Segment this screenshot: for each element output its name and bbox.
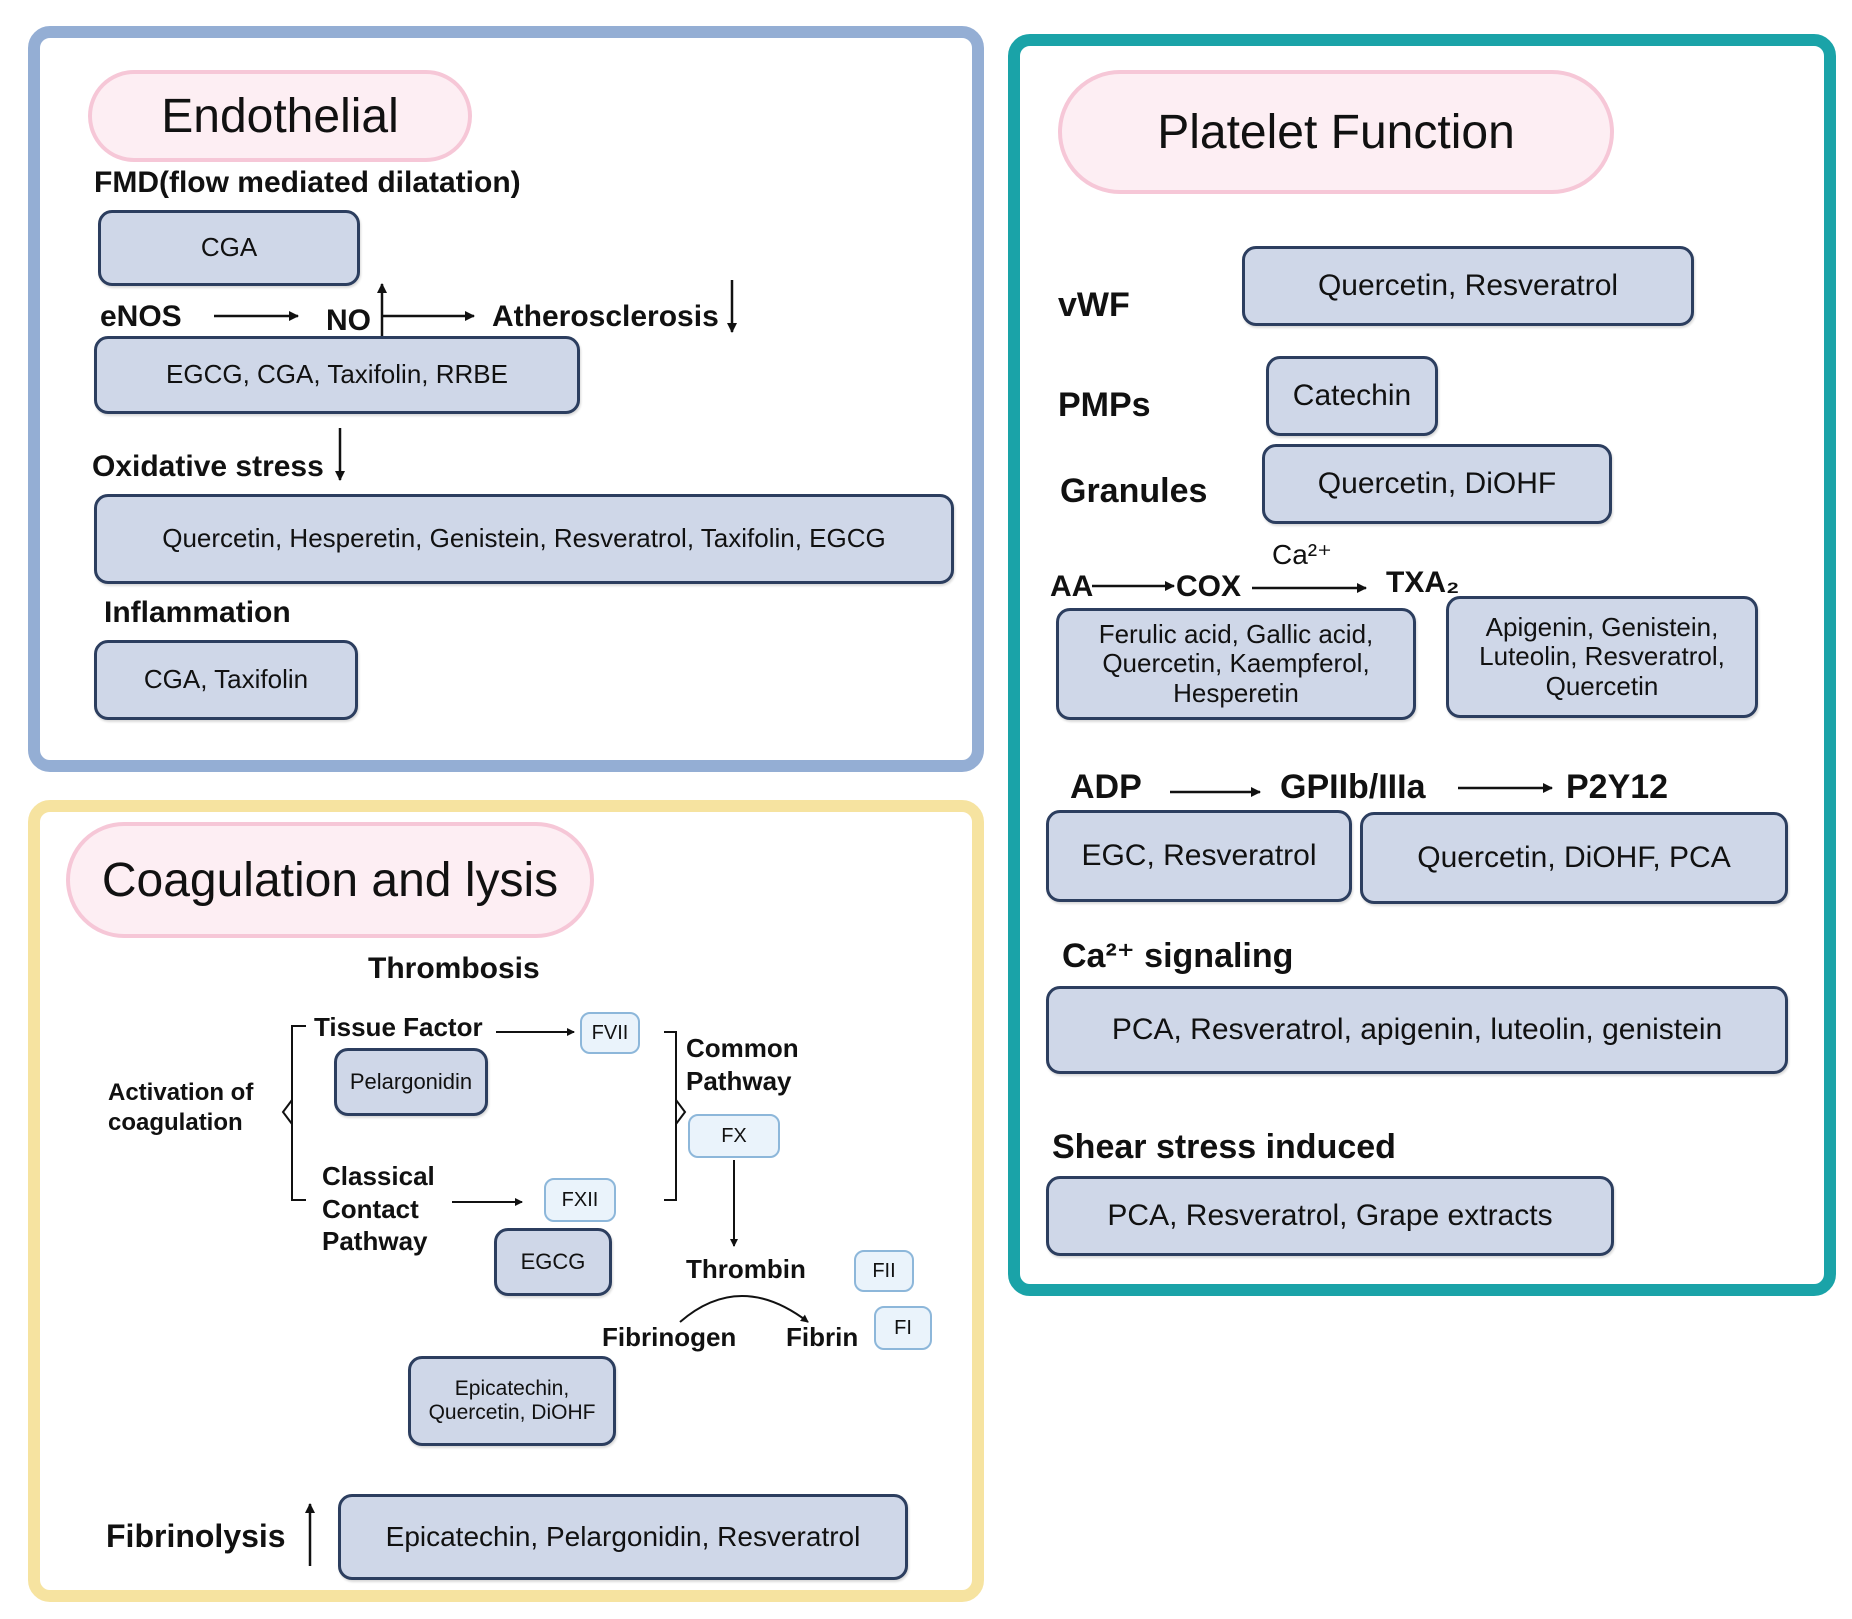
enos-label: eNOS [100,300,182,333]
granules-label: Granules [1060,472,1208,510]
cox-label: COX [1176,570,1242,603]
no-label: NO [326,304,371,337]
activation-label: Activation of coagulation [108,1079,254,1136]
atherosclerosis-label: Atherosclerosis [492,300,719,333]
fibrinogen-label: Fibrinogen [602,1322,737,1352]
vwf-compound-box: Quercetin, Resveratrol [1242,246,1694,326]
fmd-label: FMD(flow mediated dilatation) [94,166,521,199]
vwf-label: vWF [1058,286,1130,324]
pelargonidin-box: Pelargonidin [334,1048,488,1116]
activation-bracket-tip [281,1099,293,1125]
enos-compound-box: EGCG, CGA, Taxifolin, RRBE [94,336,580,414]
platelet-title: Platelet Function [1058,70,1614,194]
common-pathway-label: Common Pathway [686,1033,799,1096]
cox-compound-box: Ferulic acid, Gallic acid, Quercetin, Ka… [1056,608,1416,720]
fmd-compound-box: CGA [98,210,360,286]
oxidative-compound-box: Quercetin, Hesperetin, Genistein, Resver… [94,494,954,584]
fibrin-label: Fibrin [786,1322,859,1352]
egcg-box: EGCG [494,1228,612,1296]
calcium-signaling-compound-box: PCA, Resveratrol, apigenin, luteolin, ge… [1046,986,1788,1074]
inflammation-compound-box: CGA, Taxifolin [94,640,358,720]
txa2-compound-box: Apigenin, Genistein, Luteolin, Resveratr… [1446,596,1758,718]
classical-pathway-label: Classical Contact Pathway [322,1161,435,1256]
thrombin-label: Thrombin [686,1254,806,1284]
adp-label: ADP [1070,768,1142,806]
common-bracket-tip [675,1099,687,1125]
pmps-label: PMPs [1058,386,1151,424]
endothelial-title: Endothelial [88,70,472,162]
pmps-compound-box: Catechin [1266,356,1438,436]
calcium-label: Ca²⁺ [1272,539,1332,570]
thrombosis-label: Thrombosis [368,952,540,985]
granules-compound-box: Quercetin, DiOHF [1262,444,1612,524]
coagulation-title: Coagulation and lysis [66,822,594,938]
tissue-factor-label: Tissue Factor [314,1012,483,1042]
common-bracket [664,1031,677,1201]
shear-stress-compound-box: PCA, Resveratrol, Grape extracts [1046,1176,1614,1256]
p2y12-label: P2Y12 [1566,768,1669,806]
fvii-factor: FVII [580,1012,640,1054]
fibrinogen-to-fibrin-arrow [679,1295,809,1323]
adp-compound-box: EGC, Resveratrol [1046,810,1352,902]
fxii-factor: FXII [544,1178,616,1222]
fibrinolysis-label: Fibrinolysis [106,1518,286,1554]
txa2-label: TXA₂ [1386,566,1460,599]
fibrin-compound-box: Epicatechin, Quercetin, DiOHF [408,1356,616,1446]
fii-factor: FII [854,1250,914,1292]
aa-label: AA [1050,570,1094,603]
inflammation-label: Inflammation [104,596,291,629]
fi-factor: FI [874,1306,932,1350]
gpiib-iiia-compound-box: Quercetin, DiOHF, PCA [1360,812,1788,904]
oxidative-stress-label: Oxidative stress [92,450,324,483]
shear-stress-label: Shear stress induced [1052,1128,1396,1166]
activation-bracket [291,1025,306,1201]
gpiib-iiia-label: GPIIb/IIIa [1280,768,1426,806]
fibrinolysis-compound-box: Epicatechin, Pelargonidin, Resveratrol [338,1494,908,1580]
calcium-signaling-label: Ca²⁺ signaling [1062,937,1294,975]
fx-factor: FX [688,1114,780,1158]
